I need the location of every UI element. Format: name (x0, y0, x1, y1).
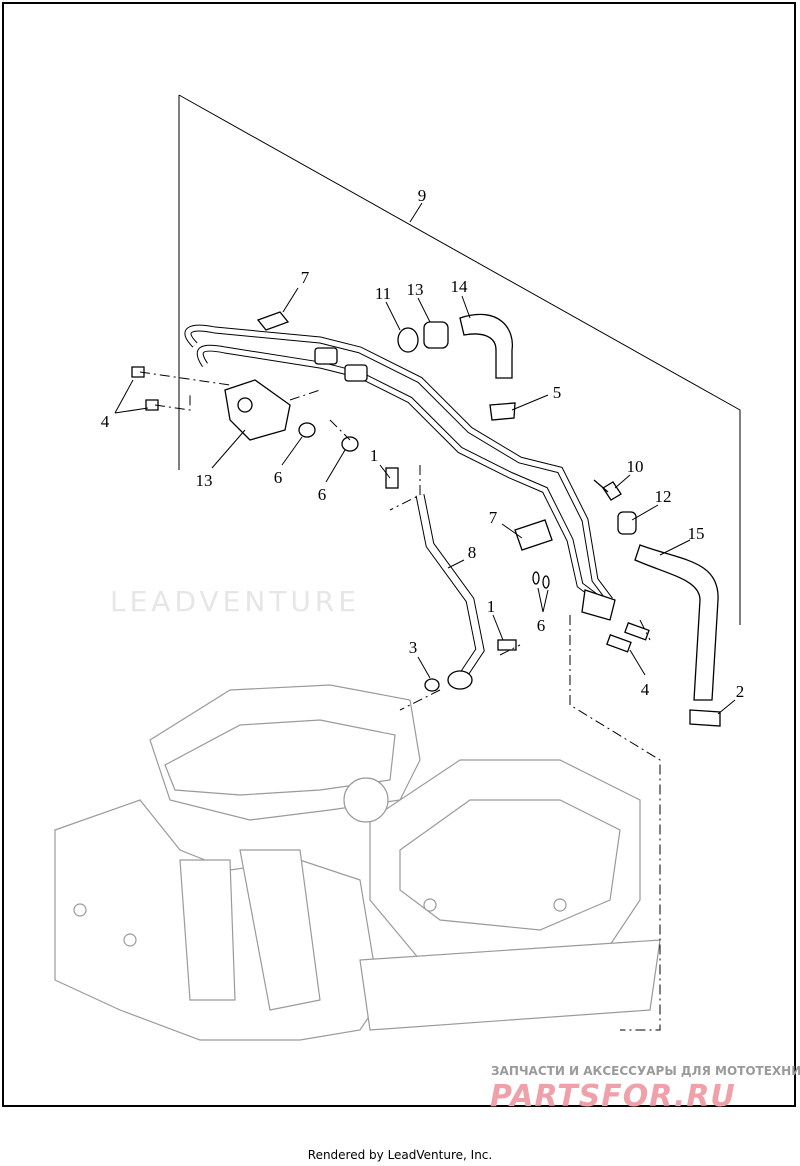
callout-8: 8 (468, 543, 477, 562)
hose-14 (459, 313, 514, 379)
callout-10: 10 (627, 457, 644, 476)
small-parts (131, 311, 721, 727)
leadventure-watermark: LEADVENTURE (110, 585, 361, 618)
bolt-1b (497, 639, 517, 651)
callout-5: 5 (553, 383, 562, 402)
footer-credit: Rendered by LeadVenture, Inc. (307, 1148, 493, 1162)
callout-6: 6 (274, 468, 283, 487)
callout-7: 7 (489, 508, 498, 527)
oil-line-8 (416, 494, 484, 682)
callout-14: 14 (451, 277, 469, 296)
callout-12: 12 (655, 487, 672, 506)
o-ring-6b (341, 436, 359, 452)
callout-1: 1 (487, 597, 496, 616)
callout-9: 9 (418, 186, 427, 205)
sleeve-13 (423, 321, 449, 349)
assembly-bracket (178, 94, 741, 625)
clip-7-upper (256, 311, 290, 331)
fitting-10 (593, 479, 622, 501)
partsfor-tagline-watermark: ЗАПЧАСТИ И АКСЕССУАРЫ ДЛЯ МОТОТЕХНИКИ (491, 1064, 800, 1078)
alignment-lines (139, 371, 661, 1031)
clip-7-lower (514, 519, 553, 551)
sleeve-12 (617, 511, 637, 535)
leader-lines (114, 287, 736, 715)
callout-7: 7 (301, 268, 310, 287)
engine-illustration (54, 684, 661, 1041)
callout-13: 13 (407, 280, 424, 299)
bolts-4 (131, 366, 159, 411)
diagram-frame (2, 2, 796, 1107)
callout-15: 15 (688, 524, 705, 543)
partsfor-logo-watermark: PARTSFOR.RU (490, 1079, 736, 1114)
callout-2: 2 (736, 682, 745, 701)
o-ring-6a (298, 422, 316, 438)
clamp-2 (689, 709, 721, 727)
callout-1: 1 (370, 446, 379, 465)
callout-3: 3 (409, 638, 418, 657)
clamp-5 (489, 402, 516, 421)
callout-6: 6 (318, 485, 327, 504)
callout-4: 4 (641, 680, 650, 699)
hose-15 (634, 544, 719, 701)
seal-11 (397, 327, 419, 353)
callout-4: 4 (101, 412, 110, 431)
callout-6: 6 (537, 616, 546, 635)
callout-labels: 9 7 11 13 14 5 4 13 6 6 1 10 12 15 8 7 6… (101, 186, 745, 701)
callout-11: 11 (375, 284, 391, 303)
callout-13: 13 (196, 471, 213, 490)
oil-line-assembly[interactable] (184, 324, 616, 621)
leader-line-9 (409, 202, 423, 223)
o-ring-3 (424, 678, 440, 692)
bolt-1a (385, 467, 399, 489)
